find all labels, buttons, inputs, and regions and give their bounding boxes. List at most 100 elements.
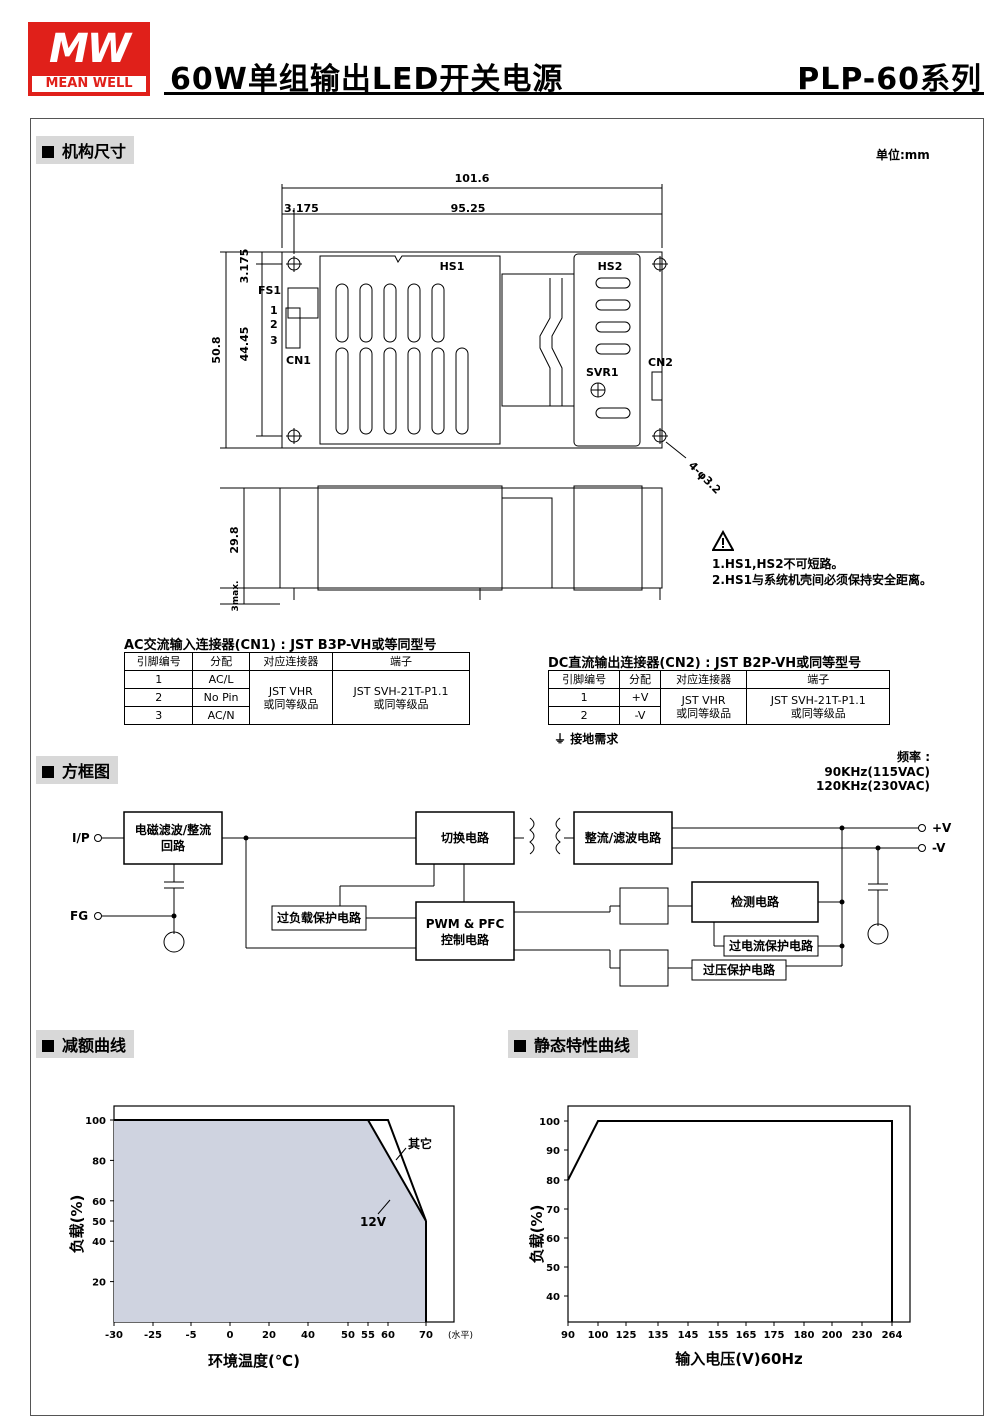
- cn2-pin: 2: [547, 706, 621, 725]
- x-tick-label: -30: [105, 1330, 123, 1341]
- y-tick-label: 90: [546, 1146, 560, 1157]
- logo-mark: MW: [49, 26, 131, 72]
- y-tick-label: 100: [539, 1117, 560, 1128]
- y-tick-label: 20: [92, 1278, 106, 1289]
- x-tick-label: 125: [616, 1330, 637, 1341]
- dim-hole-height: 44.45: [238, 327, 251, 362]
- dim-left-offset: 3.175: [284, 202, 319, 215]
- x-tick-label: 155: [708, 1330, 729, 1341]
- page-title: 60W单组输出LED开关电源: [170, 62, 564, 97]
- label-fs1: FS1: [258, 284, 281, 297]
- x-tick-label: 100: [588, 1330, 609, 1341]
- y-tick-label: 80: [546, 1176, 560, 1187]
- header-rule: [164, 92, 984, 95]
- pin-label-1: 1: [270, 304, 278, 317]
- cn1-assign: No Pin: [192, 688, 250, 707]
- x-tick-label: 145: [678, 1330, 699, 1341]
- olp-block: 过负载保护电路: [277, 910, 362, 925]
- dim-height: 50.8: [210, 336, 223, 363]
- cn1-assign: AC/L: [192, 670, 250, 689]
- pin-label-3: 3: [270, 334, 278, 347]
- freq-label: 频率 : 90KHz(115VAC) 120KHz(230VAC): [788, 748, 930, 793]
- cn1-header-terminal: 端子: [331, 652, 471, 671]
- pwm-block-2: 控制电路: [441, 932, 490, 947]
- mech-heading: 机构尺寸: [36, 136, 135, 164]
- series-title: PLP-60系列: [797, 62, 982, 97]
- mech-notes: 1.HS1,HS2不可短路。 2.HS1与系统机壳间必须保持安全距离。: [712, 556, 932, 588]
- block-heading: 方框图: [36, 756, 119, 784]
- logo-text: MEAN WELL: [32, 76, 146, 92]
- pointer-12v: [377, 1199, 391, 1215]
- note-2: 2.HS1与系统机壳间必须保持安全距离。: [712, 573, 932, 587]
- cn1-pin: 2: [123, 688, 194, 707]
- x-tick-label: -5: [185, 1330, 196, 1341]
- pointer-other: [395, 1147, 407, 1161]
- cn2-pin: 1: [547, 688, 621, 707]
- y-tick-label: 80: [92, 1156, 106, 1167]
- bullet-square-icon: [42, 1040, 54, 1052]
- y-tick-label: 40: [546, 1292, 560, 1303]
- x-axis-label: 输入电压(V)60Hz: [675, 1350, 803, 1368]
- dim-width: 101.6: [455, 172, 490, 185]
- bullet-square-icon: [42, 766, 54, 778]
- ovp-block: 过压保护电路: [703, 962, 776, 977]
- block-diagram: I/P FG +V -V 电磁滤波/整流 回路 切换电路 整流/滤波电路 过负载…: [70, 811, 952, 987]
- ground-icon: ⏚: [554, 732, 571, 746]
- table-row: 2 -V: [547, 706, 890, 725]
- cn2-caption: DC直流输出连接器(CN2) : JST B2P-VH或同等型号: [548, 656, 862, 671]
- cn2-header-terminal: 端子: [746, 670, 890, 689]
- series-line-12v: [114, 1119, 427, 1222]
- label-hs2: HS2: [598, 260, 623, 273]
- derating-heading-text: 减额曲线: [62, 1036, 127, 1055]
- out-neg-label: -V: [932, 841, 946, 855]
- table-row: 3 AC/N: [123, 706, 470, 725]
- table-row: 引脚编号 分配 对应连接器 端子: [547, 670, 890, 689]
- cn2-assign: -V: [619, 706, 661, 725]
- cn2-header-assign: 分配: [619, 670, 661, 689]
- x-tick-label: 165: [736, 1330, 757, 1341]
- cn1-header-assign: 分配: [192, 652, 250, 671]
- content-frame: [30, 118, 984, 1416]
- x-tick-label: 50: [341, 1330, 355, 1341]
- cn1-header-pin: 引脚编号: [123, 652, 194, 671]
- bullet-square-icon: [514, 1040, 526, 1052]
- freq-115: 频率 : 90KHz(115VAC): [824, 750, 930, 779]
- derating-fill-area: [114, 1120, 426, 1322]
- x-tick-label: 264: [882, 1330, 903, 1341]
- label-other: 其它: [408, 1136, 432, 1151]
- y-tick-label: 70: [546, 1205, 560, 1216]
- dim-depth: 29.8: [228, 526, 241, 553]
- y-tick-label: 50: [92, 1217, 106, 1228]
- detect-block: 检测电路: [731, 894, 780, 909]
- cn1-pin: 1: [123, 670, 194, 689]
- x-tick-label: 230: [852, 1330, 873, 1341]
- mech-heading-text: 机构尺寸: [62, 142, 127, 161]
- dim-hole-dia: 4-φ3.2: [686, 459, 720, 497]
- y-tick-label: 100: [85, 1116, 106, 1127]
- static-heading: 静态特性曲线: [508, 1030, 639, 1058]
- table-row: 引脚编号 分配 对应连接器 端子: [123, 652, 471, 671]
- x-tick-label: 90: [561, 1330, 575, 1341]
- y-tick-label: 40: [92, 1237, 106, 1248]
- block-heading-text: 方框图: [62, 762, 111, 781]
- emi-block: 电磁滤波/整流: [135, 822, 211, 837]
- ip-label: I/P: [72, 831, 90, 845]
- derating-heading: 减额曲线: [36, 1030, 135, 1058]
- rect-block: 整流/滤波电路: [584, 830, 662, 845]
- y-tick-label: 60: [546, 1234, 560, 1245]
- y-axis-label: 负载(%): [528, 1205, 546, 1264]
- table-row: 2 No Pin: [123, 688, 470, 707]
- cn1-header-connector: 对应连接器: [248, 652, 333, 671]
- x-tick-label: -25: [144, 1330, 162, 1341]
- fg-label: FG: [70, 909, 88, 923]
- y-tick-label: 50: [546, 1263, 560, 1274]
- y-axis-label: 负载(%): [68, 1195, 86, 1254]
- cn1-assign: AC/N: [192, 706, 250, 725]
